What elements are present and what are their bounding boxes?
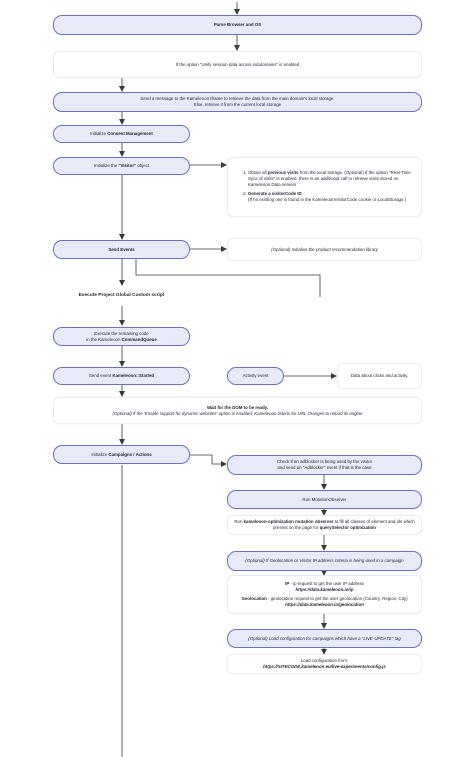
activity-event-label: Activity event: [242, 373, 269, 379]
send-message-line-2: Else, retrieve it from the current local…: [193, 102, 282, 107]
parse-browser-label: Parse Browser and OS: [213, 22, 262, 28]
run-mutation-node: Run MutationObserver: [227, 490, 422, 509]
load-config-url: https://SITECODE.kameleoon.eu/live-exper…: [263, 664, 386, 669]
init-consent-node: Initialize Consent Management: [53, 125, 190, 143]
unify-session-node: If the option "Unify session data across…: [53, 51, 422, 78]
visitor-detail-list: Obtain all previous visits from the loca…: [234, 170, 413, 206]
visitor-detail-1b: previous visits: [267, 170, 299, 176]
init-visitor-suffix: object: [136, 163, 150, 169]
global-script-node: Execute Project Global Custom script: [53, 287, 190, 306]
mutation-detail-node: Run kameleoon-optimization mutation obse…: [227, 515, 422, 535]
init-visitor-bold: "Visitor": [118, 163, 137, 169]
send-events-label: Send Events: [108, 246, 135, 252]
remaining-code-line-2a: in the Kameleoon: [86, 336, 122, 342]
send-message-line-1: Send a message to the Kameleoon Iframe t…: [140, 96, 335, 102]
visitor-detail-2a: Generate a visitorCode ID: [248, 190, 302, 196]
visitor-detail-item-2: Generate a visitorCode ID (If no existin…: [248, 191, 413, 203]
load-config-node: Load configuration from: https://SITECOD…: [227, 654, 422, 674]
wait-dom-line-2: (Optional) If the 'Enable support for dy…: [112, 410, 363, 416]
ip-label-text: - ip request to get the user IP address: [289, 581, 364, 587]
geo-optional-node: (Optional) If Geolocation or Visitor IP …: [227, 551, 422, 571]
send-started-bold: Kameleoon::Started: [112, 373, 155, 379]
unify-session-label: If the option "Unify session data across…: [175, 61, 300, 67]
mutation-detail-b: kameleoon-optimization mutation observer: [243, 519, 334, 525]
geo-optional-label: (Optional) If Geolocation or Visitor IP …: [245, 558, 404, 564]
parse-browser-node: Parse Browser and OS: [53, 15, 422, 35]
init-campaigns-prefix: Initialize: [91, 451, 109, 457]
adblocker-node: Check if an adblocker is being used by t…: [227, 455, 422, 475]
geo-label-bold: Geolocation: [241, 596, 267, 601]
init-campaigns-node: Initialize Campaigns / Actions: [53, 445, 190, 464]
branch-events-right: [135, 259, 321, 297]
wait-dom-line-1: Wait for the DOM to be ready.: [207, 404, 268, 410]
ip-url: https://data.kameleoon.io/ip: [295, 587, 354, 593]
init-consent-prefix: Initialize: [90, 131, 108, 137]
send-started-prefix: Send event: [88, 373, 113, 379]
init-campaigns-bold: Campaigns / Actions: [108, 451, 152, 457]
visitor-detail-1c: from the local storage. (Optional) If th…: [248, 170, 411, 188]
ip-geo-node: IP - ip request to get the user IP addre…: [227, 575, 422, 614]
load-config-line-1: Load configuration from:: [300, 658, 349, 664]
adblocker-line-2: and send an "Adblocker" event if that is…: [277, 465, 372, 470]
mutation-detail-c: to fill all classes of element and ids w…: [273, 519, 415, 530]
ip-label-bold: IP: [285, 581, 290, 587]
adblocker-line-1: Check if an adblocker is being used by t…: [276, 459, 373, 465]
product-reco-label: (Optional) Initialise the product recomm…: [271, 246, 378, 252]
mutation-detail-d: querySelector optimization: [319, 525, 376, 530]
clicks-activity-label: Data about clicks and activity.: [350, 373, 409, 379]
send-message-node: Send a message to the Kameleoon Iframe t…: [53, 92, 422, 112]
global-script-label: Execute Project Global Custom script: [78, 293, 165, 299]
visitor-detail-node: Obtain all previous visits from the loca…: [227, 157, 422, 217]
visitor-detail-item-1: Obtain all previous visits from the loca…: [248, 170, 413, 188]
init-visitor-prefix: Initialize the: [93, 163, 119, 169]
remaining-code-node: Execute the remaining code in the Kamele…: [53, 327, 190, 346]
live-update-node: (Optional) Load configuration for campai…: [227, 629, 422, 648]
clicks-activity-node: Data about clicks and activity.: [337, 363, 422, 389]
init-visitor-node: Initialize the "Visitor" object: [53, 157, 190, 175]
remaining-code-line-1: Execute the remaining code: [94, 330, 149, 336]
visitor-detail-1a: Obtain all: [248, 170, 268, 176]
activity-event-node: Activity event: [227, 367, 284, 385]
live-update-label: (Optional) Load configuration for campai…: [248, 635, 401, 641]
init-consent-bold: Consent Management: [107, 131, 153, 137]
mutation-detail-a: Run: [234, 519, 244, 525]
geo-label-text: - geolocation request to get the user ge…: [266, 596, 408, 601]
visitor-detail-2b: (If no existing one is found in the Kame…: [248, 196, 407, 202]
send-started-node: Send event Kameleoon::Started: [53, 367, 190, 385]
geo-url: https://data.kameleoon.io/geolocation: [285, 601, 364, 607]
remaining-code-line-2b: CommandQueue: [121, 336, 157, 342]
send-events-node: Send Events: [53, 240, 190, 259]
run-mutation-label: Run MutationObserver: [302, 496, 347, 502]
wait-dom-node: Wait for the DOM to be ready. (Optional)…: [53, 397, 422, 424]
arrow-campaigns-to-adblock: [190, 454, 227, 467]
product-reco-node: (Optional) Initialise the product recomm…: [227, 238, 422, 261]
